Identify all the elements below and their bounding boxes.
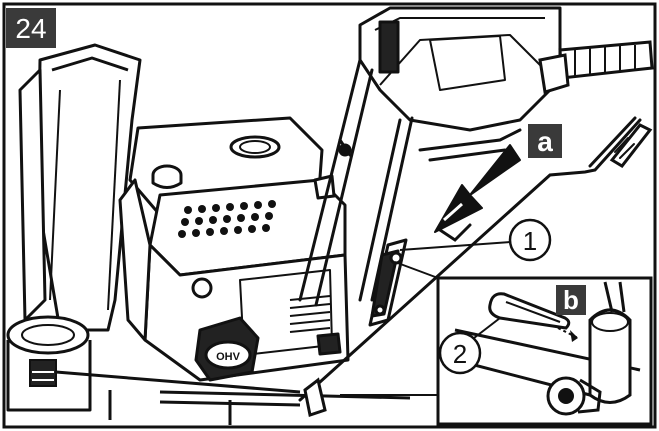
label-b: b	[563, 285, 579, 315]
label-a: a	[537, 126, 553, 157]
callout-2-number: 2	[453, 339, 467, 369]
label-a-badge: a	[528, 124, 562, 158]
shift-rod	[298, 116, 653, 402]
handle-grip	[538, 40, 654, 94]
svg-text:OHV: OHV	[216, 351, 241, 363]
callout-2: 2	[438, 331, 482, 375]
callout-leaders	[399, 241, 511, 339]
detail-inset	[340, 261, 653, 426]
label-b-badge: b	[556, 285, 586, 315]
control-panel	[358, 6, 562, 132]
bottom-linkage	[108, 377, 411, 425]
figure-number: 24	[15, 13, 46, 44]
callout-1-number: 1	[523, 226, 537, 256]
discharge-chute	[6, 43, 142, 412]
callout-1: 1	[508, 218, 552, 262]
engine: OHV	[118, 116, 350, 382]
rod-bracket	[368, 238, 408, 327]
chute-crank-gear	[29, 359, 301, 394]
engine-vent-holes	[178, 200, 276, 238]
direction-arrow	[434, 144, 521, 233]
figure-number-badge: 24	[6, 8, 56, 48]
